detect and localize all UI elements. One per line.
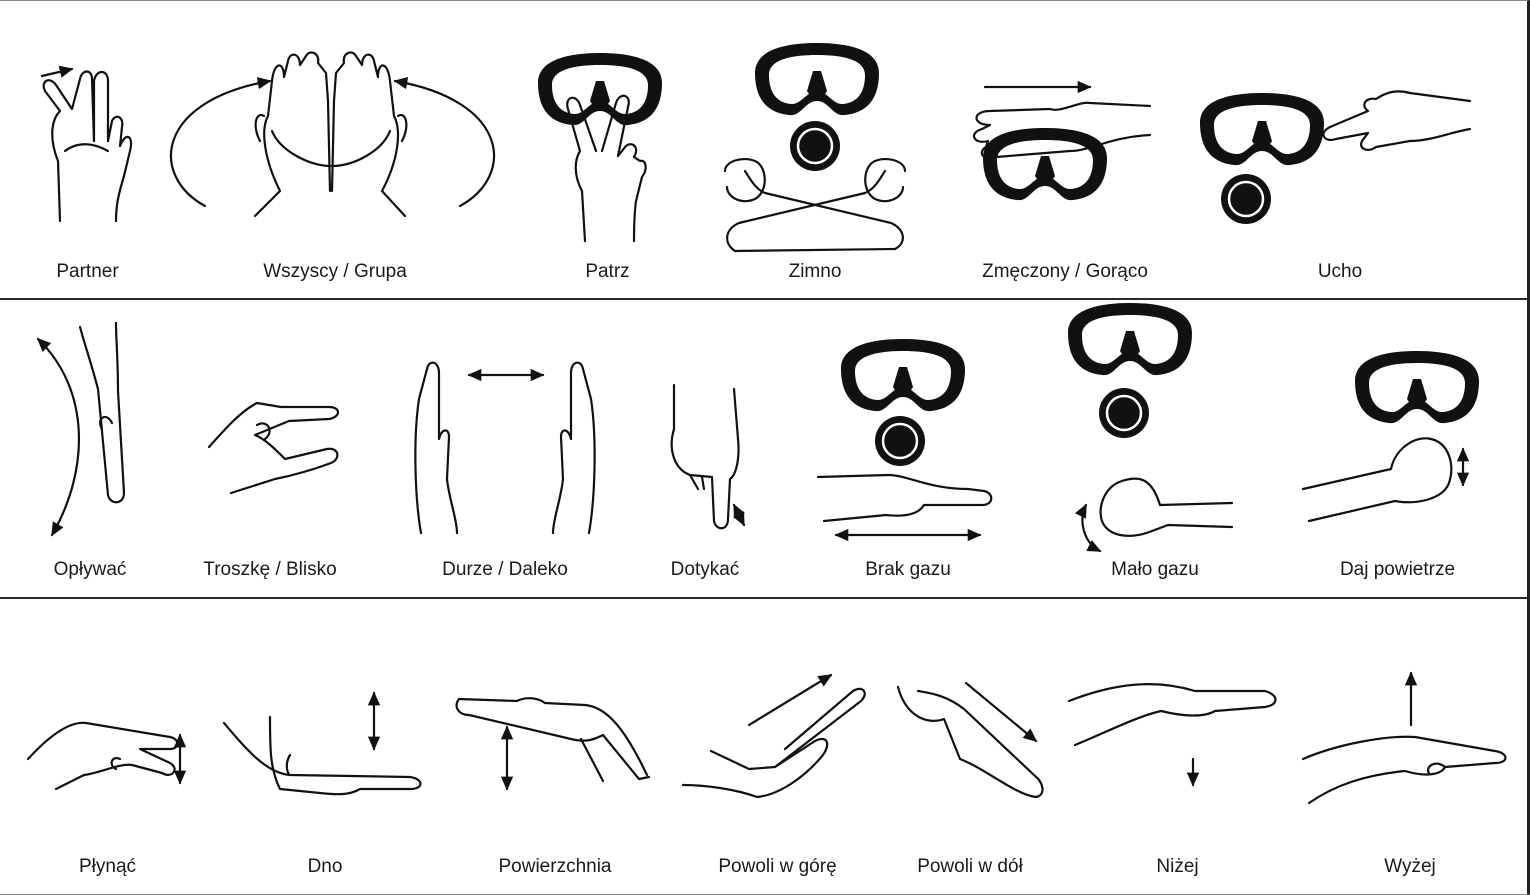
higher-hand-icon [1301, 671, 1507, 805]
sign-tired-hot: Zmęczony / Gorąco [960, 1, 1170, 298]
sign-slowly-up: Powoli w górę [675, 599, 880, 895]
little-close-pinch-icon [207, 401, 340, 495]
sign-far: Durze / Daleko [405, 299, 605, 597]
lower-hand-icon [1067, 683, 1277, 787]
sign-label: Niżej [1156, 856, 1199, 877]
sign-label: Zimno [788, 261, 842, 282]
sign-label: Partner [56, 261, 119, 282]
sign-label: Opływać [53, 559, 127, 580]
far-two-hands-icon [414, 361, 596, 535]
sign-label: Powoli w górę [718, 856, 837, 877]
sign-label: Ucho [1317, 261, 1363, 282]
slowly-up-hand-icon [681, 673, 866, 799]
cold-crossed-arms-icon [723, 43, 907, 253]
sign-touch: Dotykać [640, 299, 770, 597]
sign-label: Powierzchnia [498, 856, 612, 877]
sign-label: Dotykać [670, 559, 740, 580]
sign-go-around: Opływać [20, 299, 160, 597]
sign-label: Dno [307, 856, 343, 877]
sign-give-air: Daj powietrze [1295, 299, 1500, 597]
touch-finger-icon [670, 383, 746, 530]
ear-mask-pointing-icon [1200, 90, 1472, 226]
bottom-hand-icon [222, 691, 422, 796]
sign-bottom: Dno [210, 599, 440, 895]
sign-surface: Powierzchnia [445, 599, 665, 895]
sign-swim: Płynąć [20, 599, 195, 895]
sign-label: Wyżej [1384, 856, 1436, 877]
give-air-fist-icon [1301, 351, 1479, 523]
sign-little-close: Troszkę / Blisko [195, 299, 345, 597]
out-of-gas-icon [816, 339, 993, 542]
sign-label: Daj powietrze [1339, 559, 1456, 580]
sign-label: Wszyscy / Grupa [263, 261, 407, 282]
sign-slowly-down: Powoli w dół [890, 599, 1050, 895]
sign-lower: Niżej [1065, 599, 1290, 895]
sign-all-group: Wszyscy / Grupa [160, 1, 510, 298]
sign-label: Troszkę / Blisko [203, 559, 337, 580]
sign-label: Zmęczony / Gorąco [982, 261, 1148, 282]
sign-label: Durze / Daleko [442, 559, 568, 580]
sign-out-of-gas: Brak gazu [808, 299, 1008, 597]
sign-label: Brak gazu [865, 559, 951, 580]
signals-row-1: Partner Wszyscy / Grupa Patrz [0, 1, 1527, 300]
partner-hand-icon [40, 65, 133, 223]
low-gas-fist-icon [1068, 303, 1234, 553]
sign-low-gas: Mało gazu [1060, 299, 1250, 597]
sign-label: Mało gazu [1111, 559, 1199, 580]
sign-label: Płynąć [78, 856, 137, 877]
tired-hot-hand-mask-icon [972, 80, 1152, 201]
signals-row-2: Opływać Troszkę / Blisko Durze / Daleko [0, 299, 1527, 599]
sign-higher: Wyżej [1295, 599, 1525, 895]
swim-hand-icon [26, 721, 187, 791]
sign-label: Powoli w dół [917, 856, 1023, 877]
sign-label: Patrz [585, 261, 630, 282]
surface-hand-icon [455, 697, 651, 791]
sign-partner: Partner [20, 1, 155, 298]
go-around-hand-icon [36, 321, 126, 537]
slowly-down-hand-icon [896, 681, 1044, 799]
signals-row-3: Płynąć Dno Powierzchnia [0, 599, 1527, 895]
sign-ear: Ucho [1190, 1, 1490, 298]
sign-cold: Zimno [715, 1, 915, 298]
all-group-hands-icon [169, 51, 496, 218]
look-mask-fingers-icon [538, 53, 662, 243]
sign-look: Patrz [530, 1, 685, 298]
